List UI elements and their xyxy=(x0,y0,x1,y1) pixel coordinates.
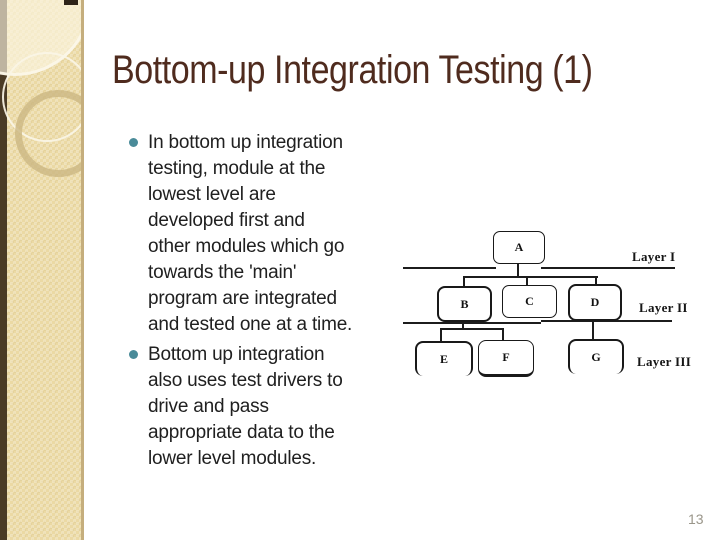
node-g: G xyxy=(568,339,624,374)
page-number: 13 xyxy=(688,511,704,527)
bullet-icon xyxy=(129,138,138,147)
node-b-label: B xyxy=(460,296,469,311)
bullet-text: In bottom up integration testing, module… xyxy=(148,132,353,335)
strip-edge-line xyxy=(81,0,84,540)
bullet-list: In bottom up integration testing, module… xyxy=(128,130,420,472)
node-e: E xyxy=(415,341,473,376)
node-b: B xyxy=(437,286,492,322)
node-d-label: D xyxy=(590,295,600,309)
connector-to-d xyxy=(595,276,597,285)
bullet-icon xyxy=(129,350,138,359)
layer-label-1: Layer I xyxy=(632,249,676,264)
layer-label-3: Layer III xyxy=(637,354,692,369)
bullet-item: Bottom up integration also uses test dri… xyxy=(128,342,420,472)
connector-a-children xyxy=(463,276,598,278)
bullet-text: Bottom up integration also uses test dri… xyxy=(148,344,343,469)
node-a: A xyxy=(493,231,545,264)
layer1-separator-line xyxy=(403,267,496,269)
layer2-separator-line xyxy=(403,322,541,324)
node-f: F xyxy=(478,340,534,377)
connector-b-children xyxy=(440,328,504,330)
node-c-label: C xyxy=(525,294,534,308)
connector-a-down xyxy=(517,262,519,278)
node-e-label: E xyxy=(439,352,448,366)
connector-d-to-g xyxy=(592,317,594,340)
node-a-label: A xyxy=(514,240,524,254)
layer2-separator-line xyxy=(541,320,672,322)
node-d: D xyxy=(568,284,622,321)
connector-to-f xyxy=(502,328,504,341)
connector-to-e xyxy=(440,328,442,342)
layer1-separator-line xyxy=(541,267,675,269)
node-g-label: G xyxy=(591,350,601,364)
connector-b-down xyxy=(462,318,464,330)
node-c: C xyxy=(502,285,557,318)
bullet-item: In bottom up integration testing, module… xyxy=(128,130,420,338)
slide-title: Bottom-up Integration Testing (1) xyxy=(112,48,593,92)
node-f-label: F xyxy=(502,350,510,364)
layer-label-2: Layer II xyxy=(639,300,688,315)
connector-to-c xyxy=(526,276,528,286)
strip-dark-bar xyxy=(0,0,7,540)
side-decoration-strip xyxy=(0,0,84,540)
decorative-ring-icon xyxy=(15,90,84,177)
corner-mark xyxy=(64,0,78,5)
connector-to-b xyxy=(463,276,465,287)
